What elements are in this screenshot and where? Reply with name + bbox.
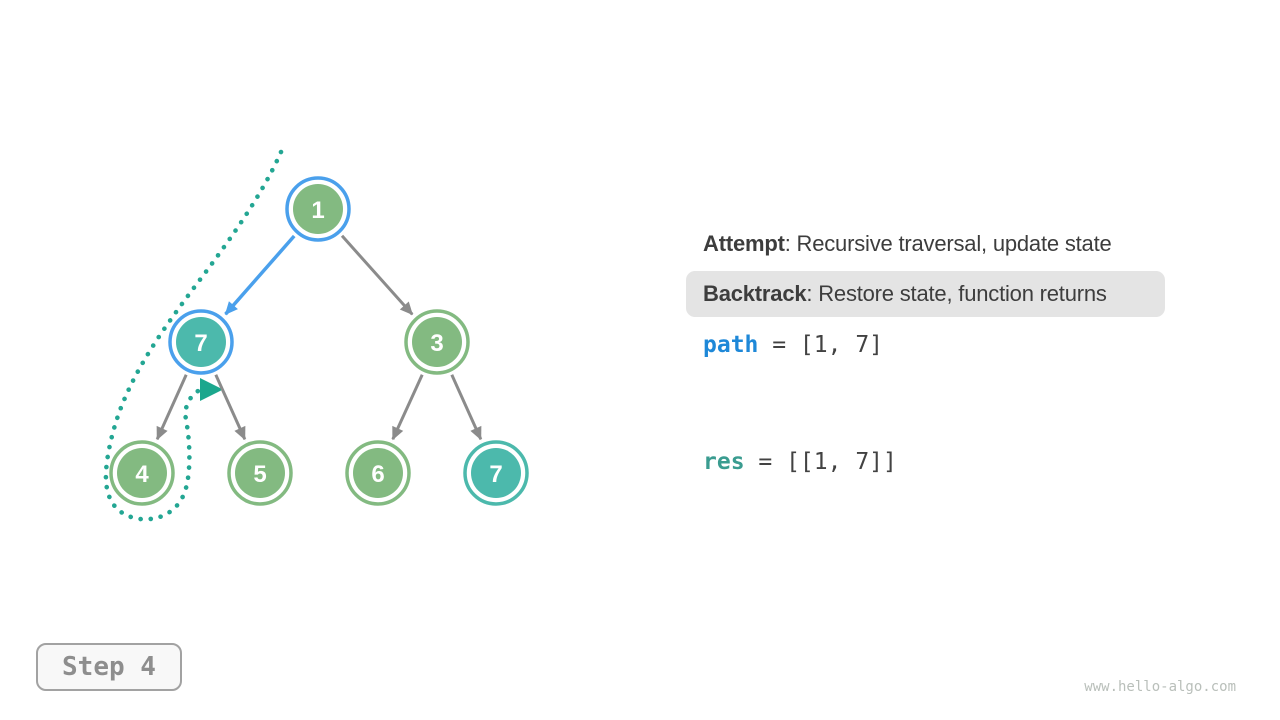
tree-node-leaf-6: 6	[345, 440, 411, 506]
tree-node-right-child: 3	[404, 309, 470, 375]
tree-node-leaf-5: 5	[227, 440, 293, 506]
tree-node-root: 1	[285, 176, 351, 242]
tree-edge-3-6	[391, 374, 424, 441]
node-label: 3	[430, 330, 443, 357]
tree-edge-1-3	[340, 234, 414, 316]
node-label: 6	[371, 461, 384, 488]
tree-edge-3-7	[450, 374, 483, 441]
path-value: = [1, 7]	[758, 332, 884, 358]
tree-node-left-child: 7	[168, 309, 234, 375]
node-label: 4	[135, 461, 149, 488]
watermark: www.hello-algo.com	[1084, 679, 1236, 695]
attempt-text: : Recursive traversal, update state	[784, 231, 1112, 256]
attempt-label: Attempt	[703, 231, 785, 256]
tree-edge-1-7	[224, 234, 296, 316]
node-label: 1	[311, 197, 324, 224]
res-state-line: res = [[1, 7]]	[703, 449, 897, 475]
current-position-arrow-icon	[200, 378, 223, 401]
path-state-line: path = [1, 7]	[703, 332, 883, 358]
step-badge: Step 4	[36, 643, 182, 691]
res-value: = [[1, 7]]	[744, 449, 897, 475]
tree-node-leaf-4: 4	[109, 440, 175, 506]
tree-node-leaf-7: 7	[463, 440, 529, 506]
path-variable: path	[703, 332, 759, 358]
tree-edge-7-5	[214, 374, 247, 441]
attempt-legend: Attempt: Recursive traversal, update sta…	[703, 231, 1112, 257]
node-label: 5	[253, 461, 266, 488]
backtrack-text: : Restore state, function returns	[806, 281, 1107, 306]
backtrack-legend: Backtrack: Restore state, function retur…	[686, 271, 1165, 317]
node-label: 7	[489, 461, 502, 488]
backtrack-label: Backtrack	[703, 281, 807, 306]
step-label: Step 4	[62, 652, 156, 682]
tree-edge-7-4	[155, 374, 188, 441]
binary-tree-diagram: 1 7 3 4 5 6 7	[103, 149, 529, 522]
node-label: 7	[194, 330, 207, 357]
res-variable: res	[703, 449, 745, 475]
traversal-dotted-path	[103, 149, 284, 522]
